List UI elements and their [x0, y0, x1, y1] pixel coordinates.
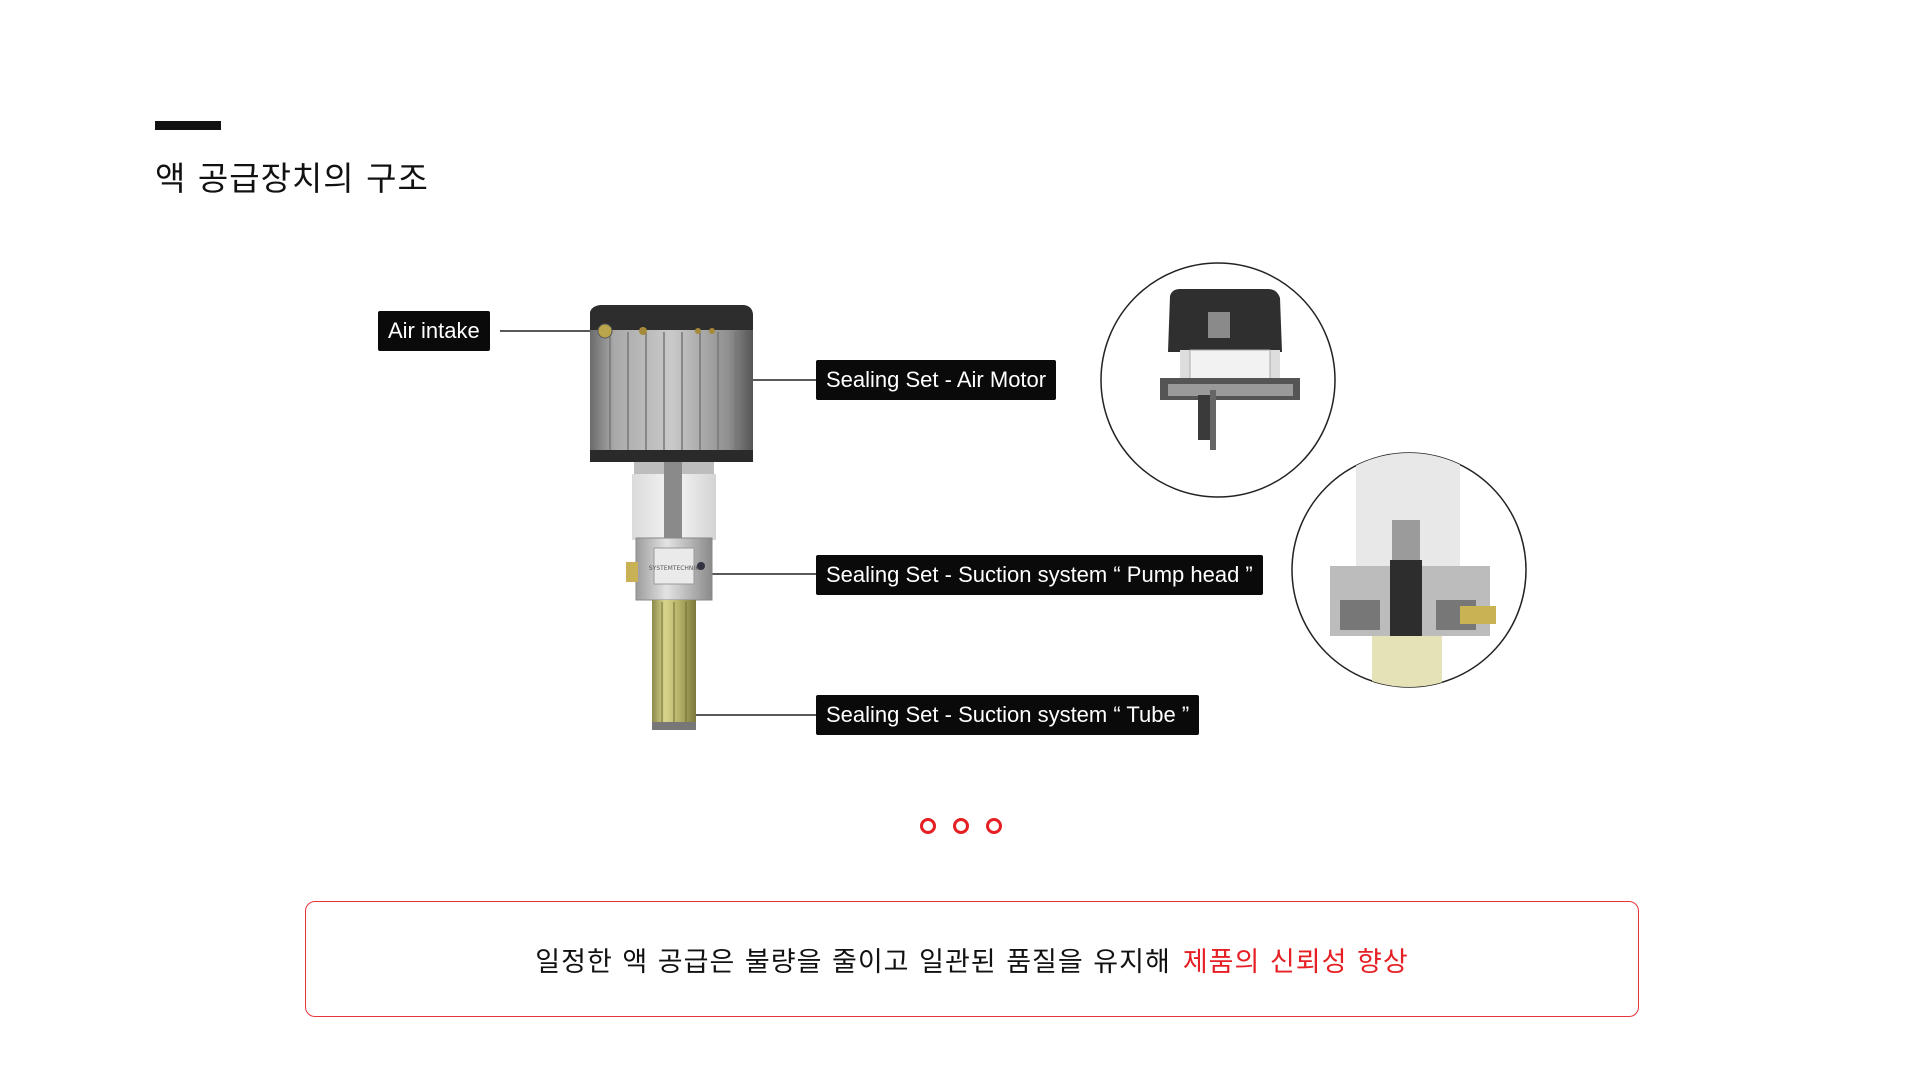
device-brand-text: SYSTEMTECHNIK	[649, 565, 700, 572]
pager-dots	[920, 818, 1002, 834]
summary-box: 일정한 액 공급은 불량을 줄이고 일관된 품질을 유지해 제품의 신뢰성 향상	[305, 901, 1639, 1017]
pager-dot[interactable]	[986, 818, 1002, 834]
summary-highlight: 제품의 신뢰성 향상	[1182, 946, 1409, 978]
summary-text: 일정한 액 공급은 불량을 줄이고 일관된 품질을 유지해	[535, 946, 1171, 978]
label-air-intake: Air intake	[378, 311, 490, 351]
page-title: 액 공급장치의 구조	[155, 159, 429, 198]
detail-pump-head	[1291, 452, 1527, 688]
pager-dot[interactable]	[953, 818, 969, 834]
detail-air-motor	[1100, 262, 1336, 498]
label-sealing-tube: Sealing Set - Suction system “ Tube ”	[816, 695, 1200, 735]
title-accent-bar	[155, 121, 221, 130]
air-intake-port	[597, 323, 613, 339]
label-sealing-air-motor: Sealing Set - Air Motor	[816, 360, 1057, 400]
connector-lines	[500, 330, 816, 716]
pager-dot[interactable]	[920, 818, 936, 834]
pump-device: SYSTEMTECHNIK	[590, 305, 753, 730]
label-sealing-pump-head: Sealing Set - Suction system “ Pump head…	[816, 555, 1263, 595]
